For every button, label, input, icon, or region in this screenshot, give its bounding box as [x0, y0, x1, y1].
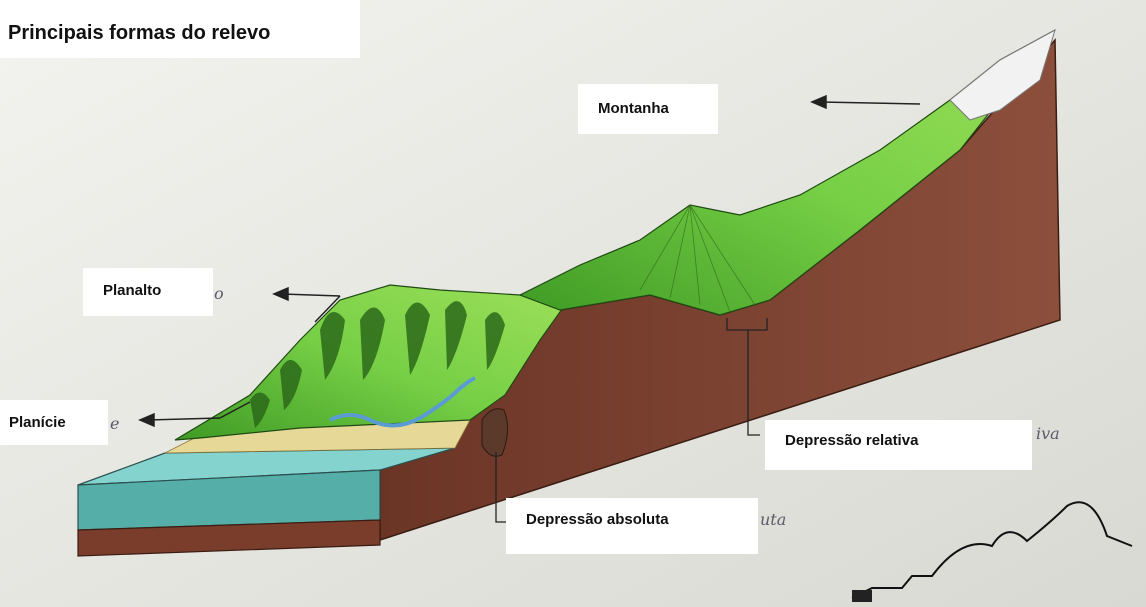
label-montanha: Montanha	[578, 84, 718, 134]
label-planicie: Planície	[0, 400, 108, 445]
label-planalto: Planalto	[83, 268, 213, 316]
absolute-depression-mark	[482, 409, 508, 457]
profile-sketch-base	[852, 590, 872, 602]
pencil-remnant: o	[214, 284, 224, 303]
figure-title: Principais formas do relevo	[0, 0, 360, 58]
label-depressao-absoluta: Depressão absoluta	[506, 498, 758, 554]
pencil-remnant: e	[110, 414, 119, 433]
pencil-remnant: iva	[1036, 424, 1060, 443]
pencil-remnant: uta	[760, 510, 786, 529]
label-depressao-relativa: Depressão relativa	[765, 420, 1032, 470]
